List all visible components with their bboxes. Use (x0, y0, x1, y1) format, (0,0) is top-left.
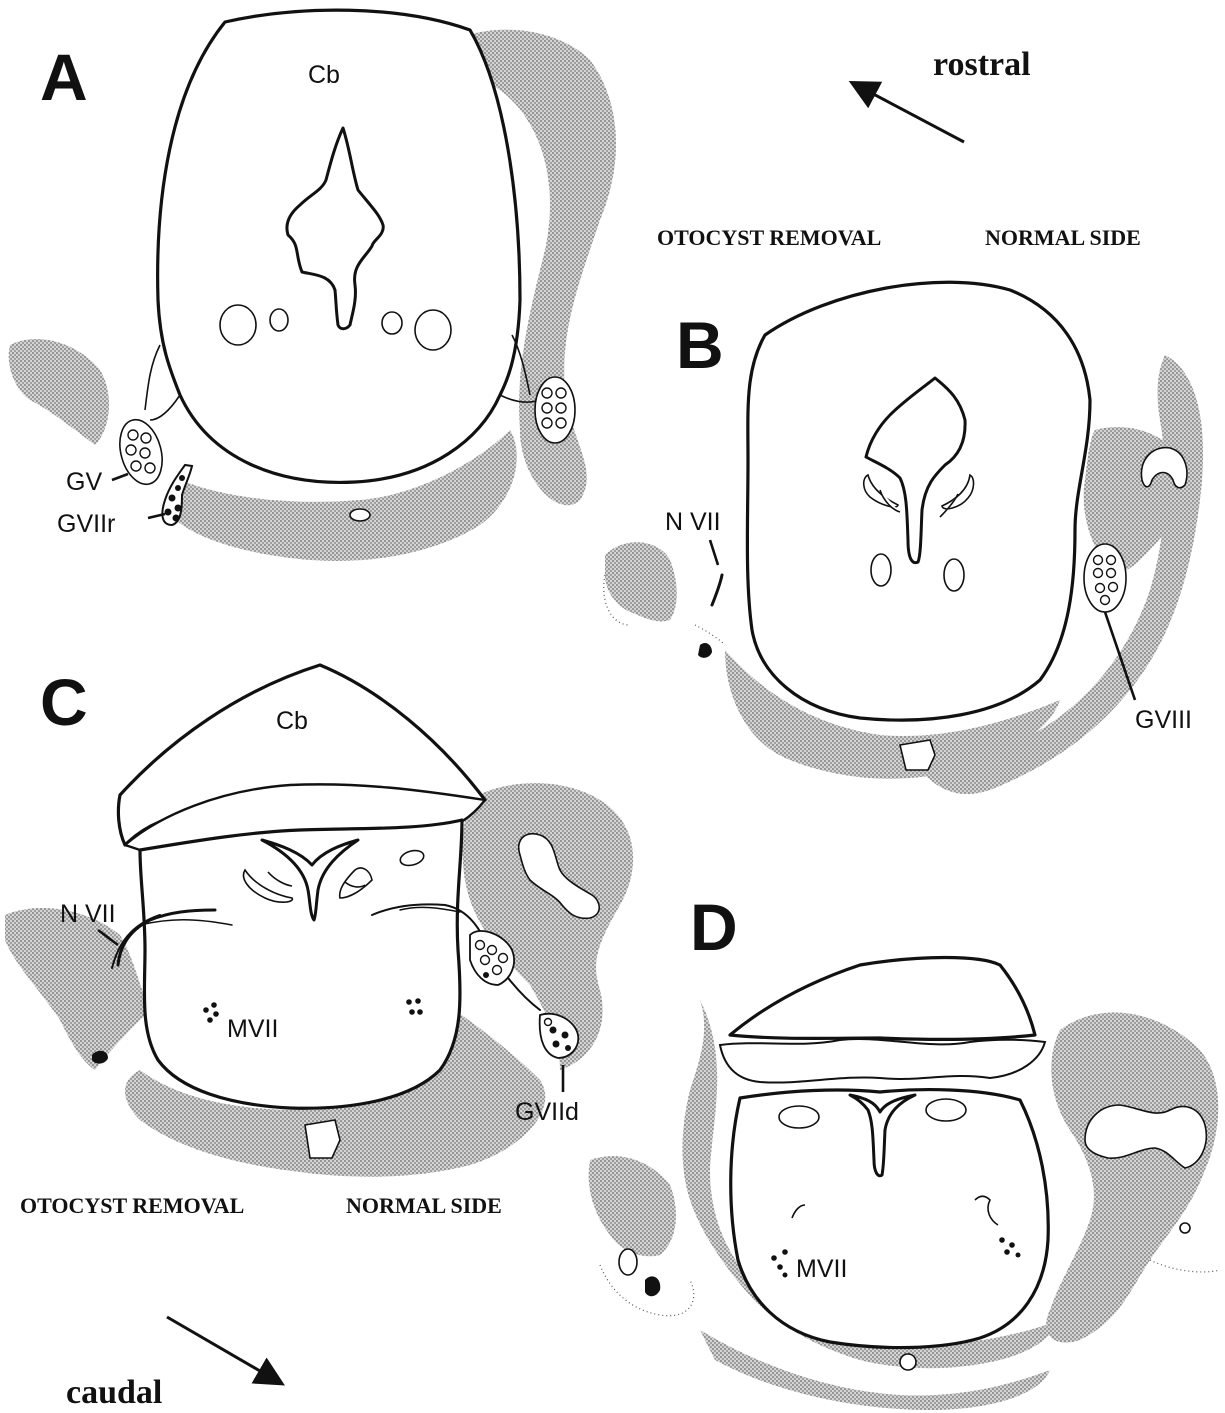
panel-b-dotted-debris (695, 625, 725, 645)
panel-b-ganglion-gviii (1084, 544, 1126, 612)
rostral-indicator: rostral (862, 46, 1031, 142)
panel-a-gviir-label: GVIIr (57, 510, 115, 538)
panel-b-debris (698, 643, 712, 658)
panel-c-tissue-left (5, 908, 150, 1070)
panel-a-gv-label: GV (66, 468, 102, 496)
panel-c: C Cb N VII MVII GVIId (5, 665, 633, 1177)
panel-a-nucleus-1 (220, 305, 256, 345)
panel-d-vessel-right (1180, 1223, 1190, 1233)
panel-a-nucleus-3 (382, 312, 402, 334)
panel-b-nucleus-left (871, 554, 891, 586)
panel-c-mvii-label: MVII (227, 1015, 278, 1043)
panel-d-debris (645, 1276, 660, 1296)
panel-d-mvii-label: MVII (796, 1255, 847, 1283)
panel-d-cerebellum (730, 958, 1035, 1040)
panel-a-ganglion-right (535, 377, 575, 443)
panel-a: A Cb GV GVIIr (9, 10, 616, 561)
panel-a-tissue-left (9, 339, 109, 445)
bottom-otocyst-removal-label: OTOCYST REMOVAL (20, 1193, 244, 1218)
panel-b-nvii-leader (710, 540, 718, 565)
panel-b-notochord (900, 740, 935, 770)
panel-b-nvii-stub (712, 575, 722, 605)
panel-d: D MVII (589, 890, 1220, 1410)
panel-a-gv-leader (112, 474, 128, 480)
panel-a-letter: A (40, 40, 88, 114)
panel-d-meninges (720, 1039, 1045, 1083)
panel-d-brainstem (731, 1090, 1049, 1348)
caudal-arrow (167, 1317, 272, 1378)
panel-a-nucleus-2 (270, 309, 288, 331)
panel-d-tissue-right (1046, 1013, 1218, 1343)
panel-d-letter: D (690, 890, 738, 964)
caudal-label: caudal (66, 1374, 162, 1411)
panel-b: B N VII GVIII (604, 282, 1203, 794)
panel-c-notochord (305, 1120, 340, 1158)
panel-d-nucleus-left (779, 1106, 819, 1128)
panel-d-tissue-far-left (589, 1156, 676, 1256)
panel-c-letter: C (40, 665, 88, 739)
panel-d-vessel-left (619, 1249, 637, 1275)
panel-c-gviid-label: GVIId (515, 1098, 579, 1126)
panel-b-letter: B (676, 308, 724, 382)
panel-c-cb-label: Cb (276, 707, 308, 735)
panel-b-gviii-label: GVIII (1135, 706, 1192, 734)
panel-d-nucleus-right (926, 1099, 966, 1121)
panel-a-cb-label: Cb (308, 61, 340, 89)
panel-d-dotted-right (1150, 1260, 1220, 1272)
rostral-label: rostral (933, 46, 1031, 83)
panel-b-nucleus-right (944, 559, 964, 591)
panel-b-nvii-label: N VII (665, 508, 721, 536)
panel-a-nucleus-4 (415, 310, 451, 350)
panel-c-nvii-label: N VII (60, 900, 116, 928)
top-otocyst-removal-label: OTOCYST REMOVAL (657, 225, 881, 250)
caudal-indicator: caudal (66, 1317, 272, 1411)
bottom-normal-side-label: NORMAL SIDE (346, 1193, 502, 1218)
panel-d-notochord (900, 1354, 916, 1370)
rostral-arrow (862, 88, 964, 142)
top-normal-side-label: NORMAL SIDE (985, 225, 1141, 250)
panel-a-ganglion-gv (113, 415, 169, 489)
panel-a-notochord (350, 509, 370, 521)
panel-b-tissue-left (605, 542, 677, 621)
